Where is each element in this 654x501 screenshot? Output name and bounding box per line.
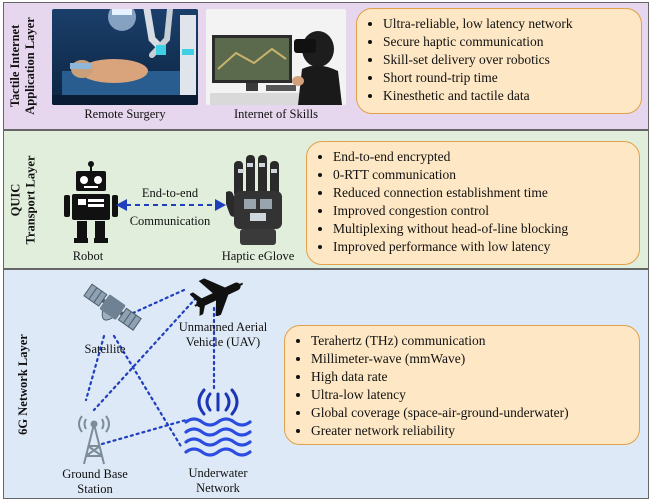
robot-label: Robot [72, 249, 104, 263]
satellite-label: Satellite [84, 342, 126, 356]
transport-layer: QUIC Transport Layer Robot End-to-end [3, 130, 649, 269]
transport-feature-item: End-to-end encrypted [333, 148, 629, 166]
application-feature-item: Secure haptic communication [383, 33, 631, 51]
transport-feature-item: Multiplexing without head-of-line blocki… [333, 220, 629, 238]
uav-label: Unmanned Aerial Vehicle (UAV) [168, 320, 278, 350]
internet-of-skills-caption: Internet of Skills [233, 107, 318, 121]
transport-feature-item: 0-RTT communication [333, 166, 629, 184]
haptic-eglove-label: Haptic eGlove [221, 249, 295, 263]
underwater-waves-icon [184, 388, 252, 457]
remote-surgery-photo [52, 9, 198, 105]
cell-tower-icon [78, 415, 110, 465]
application-feature-item: Kinesthetic and tactile data [383, 87, 631, 105]
network-feature-item: Greater network reliability [311, 422, 629, 440]
transport-feature-item: Improved performance with low latency [333, 238, 629, 256]
airplane-icon [190, 278, 243, 316]
application-features-box: Ultra-reliable, low latency network Secu… [356, 8, 642, 114]
end-to-end-arrow [116, 199, 226, 211]
application-feature-item: Short round-trip time [383, 69, 631, 87]
internet-of-skills-photo [206, 9, 346, 105]
network-feature-item: Global coverage (space-air-ground-underw… [311, 404, 629, 422]
transport-feature-item: Reduced connection establishment time [333, 184, 629, 202]
network-feature-item: Terahertz (THz) communication [311, 332, 629, 350]
ground-station-label-line1: Ground Base [62, 467, 128, 481]
link-label-line2: Communication [129, 214, 211, 228]
transport-layer-label-line1: QUIC [8, 183, 22, 216]
network-features-box: Terahertz (THz) communication Millimeter… [284, 325, 640, 445]
underwater-label-line1: Underwater [188, 466, 248, 480]
transport-feature-item: Improved congestion control [333, 202, 629, 220]
underwater-network-label: Underwater Network [170, 466, 266, 496]
application-feature-item: Skill-set delivery over robotics [383, 51, 631, 69]
uav-label-line1: Unmanned Aerial [178, 320, 268, 334]
transport-features-box: End-to-end encrypted 0-RTT communication… [306, 141, 640, 265]
haptic-glove-icon [226, 155, 282, 245]
satellite-icon [83, 283, 142, 331]
transport-layer-label: QUIC Transport Layer [4, 131, 42, 268]
network-feature-item: Millimeter-wave (mmWave) [311, 350, 629, 368]
network-layer: 6G Network Layer [3, 269, 649, 499]
network-feature-item: High data rate [311, 368, 629, 386]
application-layer-label-line1: Tactile Internet [8, 24, 23, 108]
remote-surgery-caption: Remote Surgery [84, 107, 166, 121]
network-feature-item: Ultra-low latency [311, 386, 629, 404]
ground-station-label-line2: Station [77, 482, 113, 496]
transport-layer-label-line2: Transport Layer [23, 155, 37, 244]
application-layer-label: Tactile Internet Application Layer [4, 3, 42, 129]
ground-station-label: Ground Base Station [50, 467, 140, 497]
application-layer-label-line2: Application Layer [23, 17, 38, 115]
application-feature-item: Ultra-reliable, low latency network [383, 15, 631, 33]
robot-icon [64, 161, 118, 243]
application-layer: Tactile Internet Application Layer [3, 2, 649, 130]
uav-label-line2: Vehicle (UAV) [185, 335, 261, 349]
link-label-line1: End-to-end [141, 186, 199, 200]
underwater-label-line2: Network [196, 481, 240, 495]
